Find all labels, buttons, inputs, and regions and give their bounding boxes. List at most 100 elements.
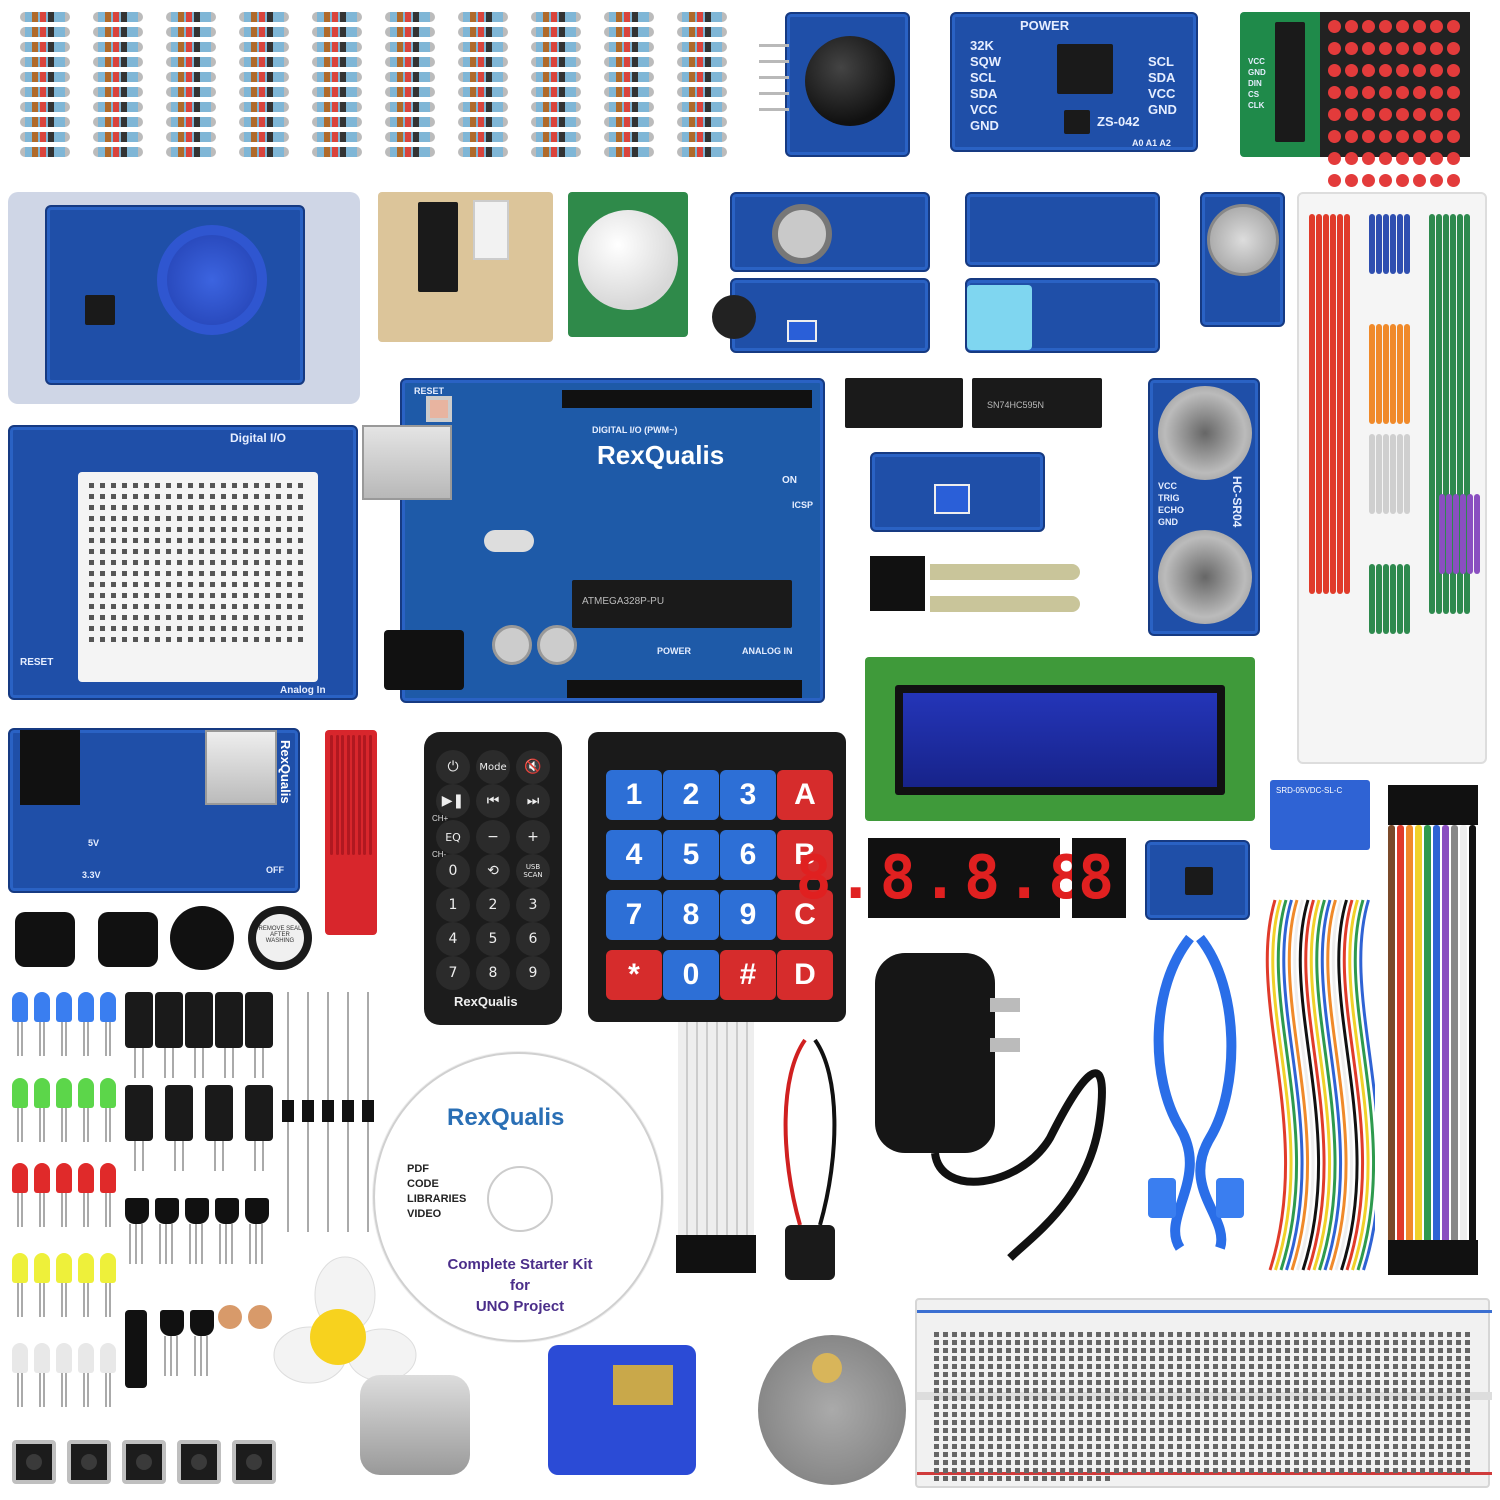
hole — [1384, 1451, 1389, 1457]
hole — [298, 571, 303, 576]
hole — [1420, 1331, 1425, 1337]
electrolytic-capacitor — [125, 1085, 153, 1171]
uno-header-bottom — [567, 680, 802, 698]
keypad-key-6[interactable]: 6 — [720, 830, 776, 880]
hole — [1078, 1403, 1083, 1409]
cd-line-3: UNO Project — [475, 1298, 565, 1315]
resistor — [677, 117, 727, 127]
keypad-key-3[interactable]: 3 — [720, 770, 776, 820]
hole — [943, 1451, 948, 1457]
keypad-key-C[interactable]: C — [777, 890, 833, 940]
remote-digit-2[interactable]: 2 — [476, 888, 510, 922]
hole — [934, 1459, 939, 1465]
diode — [302, 1100, 314, 1122]
remote-usb-scan-button[interactable]: USB SCAN — [516, 854, 550, 888]
hole — [1393, 1331, 1398, 1337]
proto-bottom-label: Analog In — [280, 685, 326, 696]
hole — [979, 1451, 984, 1457]
hole — [1096, 1475, 1101, 1481]
hole — [1321, 1339, 1326, 1345]
hole — [1177, 1347, 1182, 1353]
keypad-key-4[interactable]: 4 — [606, 830, 662, 880]
hole — [1213, 1403, 1218, 1409]
remote-digit-7[interactable]: 7 — [436, 956, 470, 990]
hole — [1258, 1427, 1263, 1433]
play-pause-icon[interactable]: ▶❚ — [436, 784, 470, 818]
keypad-key-7[interactable]: 7 — [606, 890, 662, 940]
keypad-key-B[interactable]: B — [777, 830, 833, 880]
keypad-key-A[interactable]: A — [777, 770, 833, 820]
hole — [276, 538, 281, 543]
hole — [1195, 1411, 1200, 1417]
uln2003-chip — [418, 202, 458, 292]
hole — [1330, 1363, 1335, 1369]
hole — [89, 494, 94, 499]
keypad-key-5[interactable]: 5 — [663, 830, 719, 880]
prototype-shield: Digital I/O RESET Analog In — [8, 425, 358, 700]
resistor — [385, 42, 435, 52]
mute-icon[interactable]: 🔇 — [516, 750, 550, 784]
hole — [1042, 1443, 1047, 1449]
hole — [1060, 1395, 1065, 1401]
hole — [1267, 1387, 1272, 1393]
remote-digit-1[interactable]: 1 — [436, 888, 470, 922]
hole — [1357, 1371, 1362, 1377]
hole — [1006, 1339, 1011, 1345]
previous-icon[interactable]: ⏮ — [476, 784, 510, 818]
hole — [988, 1379, 993, 1385]
keypad-key-1[interactable]: 1 — [606, 770, 662, 820]
remote-digit-3[interactable]: 3 — [516, 888, 550, 922]
hole — [1078, 1347, 1083, 1353]
keypad-key-2[interactable]: 2 — [663, 770, 719, 820]
hole — [1339, 1331, 1344, 1337]
hole — [1249, 1467, 1254, 1473]
keypad-key-0[interactable]: 0 — [663, 950, 719, 1000]
resistor — [385, 12, 435, 22]
power-icon[interactable]: ⏻ — [436, 750, 470, 784]
keypad-key-D[interactable]: D — [777, 950, 833, 1000]
hole — [1168, 1403, 1173, 1409]
hole — [1420, 1451, 1425, 1457]
keypad-key-#[interactable]: # — [720, 950, 776, 1000]
hole — [1456, 1403, 1461, 1409]
remote-eq-button[interactable]: EQ — [436, 820, 470, 854]
led — [34, 992, 50, 1056]
remote-digit-4[interactable]: 4 — [436, 922, 470, 956]
hole — [89, 505, 94, 510]
hole — [221, 571, 226, 576]
resistor — [385, 87, 435, 97]
matrix-led — [1413, 108, 1426, 121]
remote-digit-0[interactable]: 0 — [436, 854, 470, 888]
hole — [1159, 1339, 1164, 1345]
keypad-key-8[interactable]: 8 — [663, 890, 719, 940]
hole — [988, 1451, 993, 1457]
hole — [952, 1451, 957, 1457]
hole — [243, 527, 248, 532]
matrix-led — [1345, 86, 1358, 99]
remote-digit-5[interactable]: 5 — [476, 922, 510, 956]
cd-item: LIBRARIES — [407, 1193, 467, 1205]
minus-icon[interactable]: − — [476, 820, 510, 854]
hole — [1276, 1371, 1281, 1377]
plus-icon[interactable]: + — [516, 820, 550, 854]
hole — [1051, 1451, 1056, 1457]
resistor — [20, 87, 70, 97]
remote-digit-8[interactable]: 8 — [476, 956, 510, 990]
keypad-key-*[interactable]: * — [606, 950, 662, 1000]
wire-strand — [1457, 214, 1463, 614]
keypad-key-9[interactable]: 9 — [720, 890, 776, 940]
hole — [997, 1371, 1002, 1377]
hole — [1276, 1435, 1281, 1441]
led — [56, 1253, 72, 1317]
hole — [1204, 1435, 1209, 1441]
remote-digit-6[interactable]: 6 — [516, 922, 550, 956]
photoresistor — [218, 1305, 242, 1329]
next-icon[interactable]: ⏭ — [516, 784, 550, 818]
hole — [1087, 1403, 1092, 1409]
loop-icon[interactable]: ⟲ — [476, 854, 510, 888]
dip-chip-1 — [845, 378, 963, 428]
hole — [1105, 1331, 1110, 1337]
hole — [188, 505, 193, 510]
remote-digit-9[interactable]: 9 — [516, 956, 550, 990]
remote-mode-button[interactable]: Mode — [476, 750, 510, 784]
